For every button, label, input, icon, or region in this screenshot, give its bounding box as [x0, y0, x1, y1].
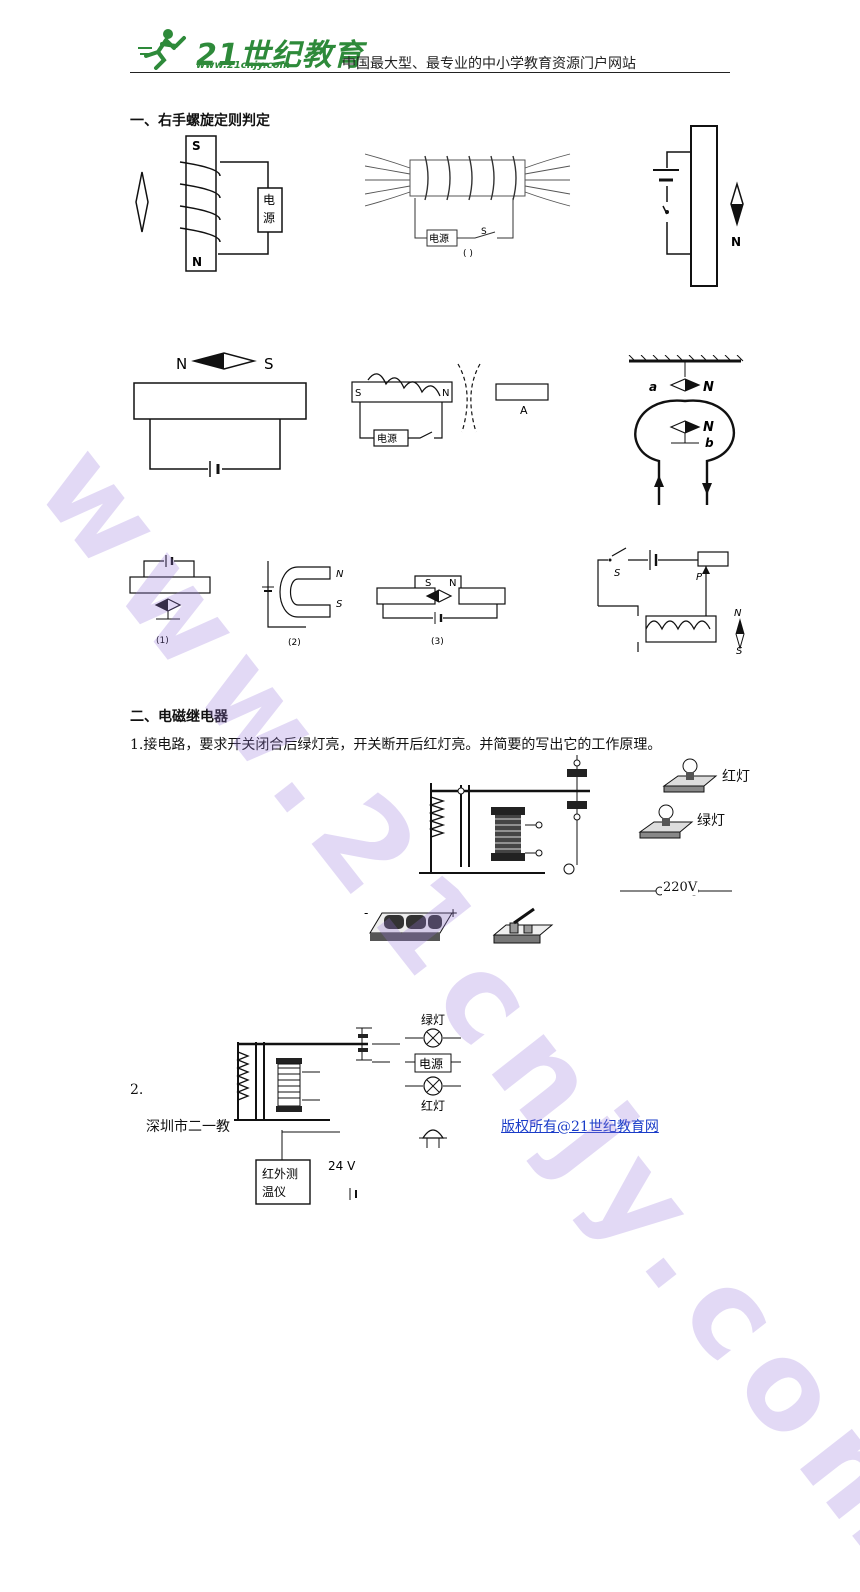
svg-text:-: - [364, 906, 368, 920]
fig6-a: a [649, 380, 657, 394]
fig4-s: S [264, 355, 274, 373]
runner-logo-icon [138, 29, 186, 70]
q2-voltage: 24 V [328, 1159, 356, 1173]
copyright-link[interactable]: 版权所有@21世纪教育网 [501, 1119, 659, 1135]
figure-solenoid-compass: S N 电 源 [135, 135, 283, 272]
figure-relay-q2: 红外测 温仪 24 V [234, 1027, 400, 1205]
red-lamp-label: 红灯 [722, 769, 750, 785]
green-lamp-icon [638, 804, 694, 839]
q2-device-line1: 红外测 [262, 1166, 298, 1181]
header-divider [130, 72, 730, 73]
fig10-n: N [734, 608, 742, 619]
battery-icon: - + [364, 906, 458, 941]
q2-power-label: 电源 [419, 1057, 443, 1071]
fig5-s: S [355, 388, 361, 399]
voltage-220v: 220V [662, 880, 699, 895]
logo [138, 26, 196, 74]
fig9-caption: (3) [431, 637, 444, 647]
fig4-n: N [176, 355, 187, 373]
fig9-n: N [449, 578, 456, 589]
figure-solenoid-magnet-a: S N 电源 A [351, 363, 549, 447]
fig1-label-n: N [192, 255, 202, 269]
fig8-s: S [336, 599, 343, 610]
figure-solenoid-field-lines: 电源 S ( ) [365, 153, 571, 259]
svg-text:+: + [448, 906, 458, 920]
section2-title: 二、电磁继电器 [130, 709, 228, 725]
fig9-s: S [425, 578, 431, 589]
fig10-s: S [736, 646, 743, 657]
logo-text: 21世纪教育 [196, 38, 364, 73]
fig1-power-1: 电 [263, 193, 275, 207]
logo-url: www.21cnjy.com [196, 60, 290, 71]
fig6-b: b [705, 436, 714, 450]
fig6-n-top: N [703, 380, 714, 395]
question-1: 1.接电路，要求开关闭合后绿灯亮，开关断开后红灯亮。并简要的写出它的工作原理。 [130, 737, 662, 753]
fig3-compass-n: N [731, 235, 741, 249]
fig5-magnet-a: A [520, 404, 528, 417]
q2-device-line2: 温仪 [262, 1185, 286, 1199]
figure-q2-lamps: 绿灯 电源 红灯 [405, 1012, 461, 1148]
knife-switch-icon [492, 907, 554, 944]
fig2-power: 电源 [429, 232, 449, 245]
q2-red-lamp: 红灯 [421, 1098, 445, 1113]
fig2-switch: S [481, 227, 487, 237]
fig1-label-s: S [192, 139, 201, 153]
q2-green-lamp: 绿灯 [421, 1012, 445, 1027]
figure-loop-compasses: a N N b [628, 355, 744, 505]
fig8-caption: (2) [288, 638, 301, 648]
footer-school: 深圳市二一教 [146, 1119, 230, 1135]
figure-electromagnet-battery: N [653, 125, 744, 287]
fig5-n: N [442, 388, 449, 399]
fig6-n-bottom: N [703, 420, 714, 435]
figure-rheostat-solenoid: S P N S [597, 547, 745, 657]
figure-small-2-horseshoe: N S (2) [262, 561, 344, 648]
fig5-power: 电源 [377, 432, 397, 445]
fig2-blank: ( ) [463, 249, 473, 259]
site-slogan: 中国最大型、最专业的中小学教育资源门户网站 [342, 56, 636, 72]
figure-relay [419, 755, 590, 875]
figure-small-3: S N (3) [376, 575, 506, 647]
fig7-caption: (1) [156, 636, 169, 646]
red-lamp-icon [662, 758, 718, 793]
fig10-switch: S [614, 568, 621, 579]
section1-title: 一、右手螺旋定则判定 [130, 113, 270, 129]
figure-bar-electromagnet-compass: N S [133, 352, 307, 477]
fig8-n: N [336, 569, 344, 580]
green-lamp-label: 绿灯 [697, 813, 725, 829]
question-2-number: 2. [130, 1082, 144, 1098]
figure-small-1: (1) [129, 555, 211, 646]
fig10-p: P [696, 572, 703, 583]
fig1-power-2: 源 [263, 211, 275, 225]
